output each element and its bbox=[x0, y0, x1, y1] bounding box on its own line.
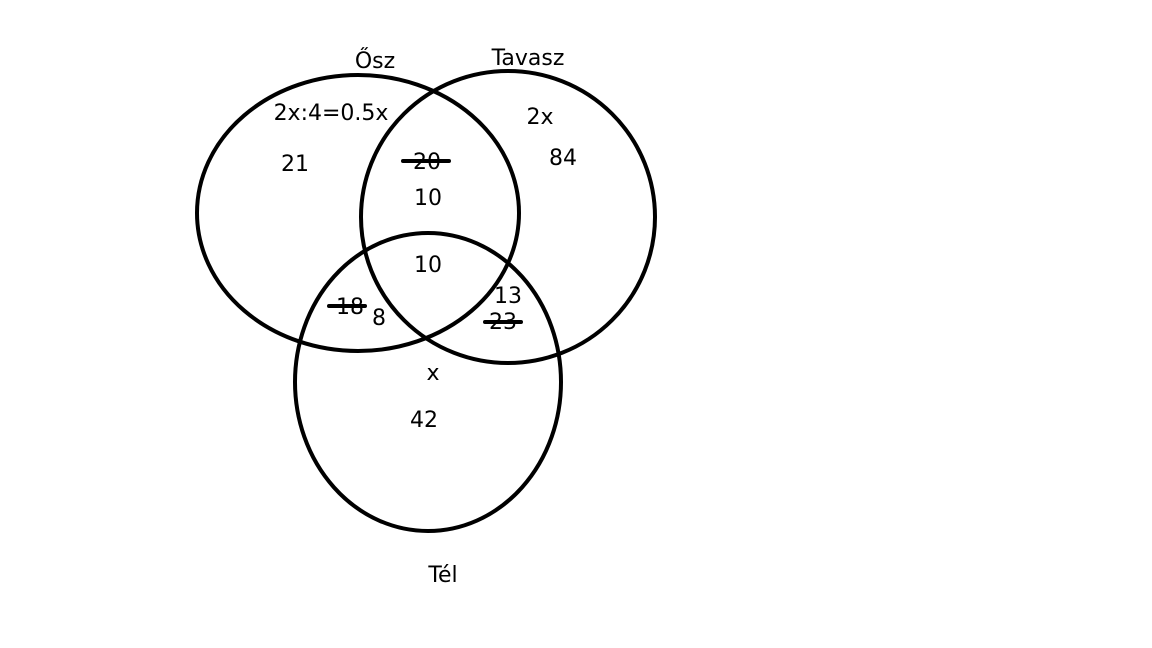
strikethrough-line bbox=[401, 159, 451, 163]
autumn-winter-crossed-value: 18 bbox=[336, 297, 364, 319]
spring-only-expression: 2x bbox=[526, 105, 554, 130]
winter-only-value: 42 bbox=[410, 408, 438, 433]
circle-autumn bbox=[195, 73, 521, 353]
autumn-spring-crossed-value: 20 bbox=[413, 152, 441, 174]
circle-winter bbox=[293, 231, 563, 533]
set-label-winter: Tél bbox=[428, 563, 458, 588]
autumn-only-value: 21 bbox=[281, 152, 309, 177]
set-label-autumn: Ősz bbox=[354, 49, 396, 74]
set-label-spring: Tavasz bbox=[491, 46, 565, 71]
autumn-winter-value: 8 bbox=[372, 306, 386, 331]
autumn-spring-value: 10 bbox=[414, 186, 442, 211]
spring-only-value: 84 bbox=[549, 146, 577, 171]
spring-winter-value: 13 bbox=[494, 284, 522, 309]
all-three-value: 10 bbox=[414, 253, 442, 278]
circle-spring bbox=[359, 69, 657, 365]
strikethrough-line bbox=[327, 304, 367, 308]
autumn-only-expression: 2x:4=0.5x bbox=[273, 101, 389, 126]
strikethrough-line bbox=[483, 320, 523, 324]
winter-only-expression: x bbox=[426, 361, 440, 386]
